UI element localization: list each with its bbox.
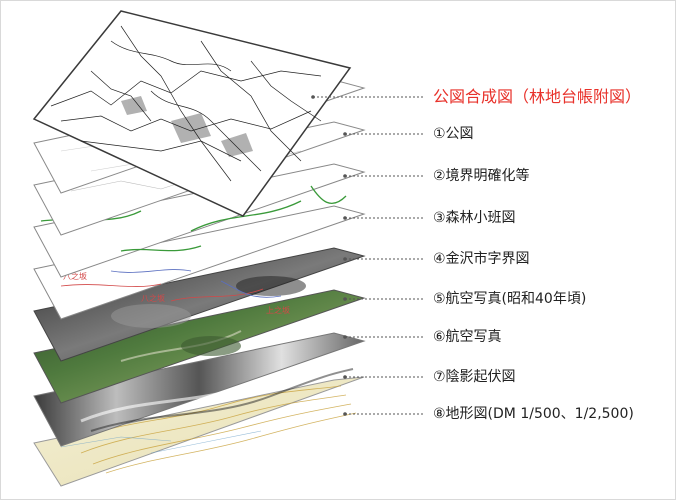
label-composite: 公図合成図（林地台帳附図）	[433, 87, 642, 106]
label-aerial: ⑥航空写真	[433, 329, 502, 345]
leader-dot-composite	[311, 95, 315, 99]
leader-dot-hillshade	[343, 375, 347, 379]
leader-dot-kanazawa-district	[343, 257, 347, 261]
layer-aerial-1965	[33, 247, 366, 362]
sheet-mark-2: 八之坂	[141, 293, 165, 303]
label-boundary: ②境界明確化等	[433, 168, 530, 184]
sheet-mark-1: 八之坂	[63, 271, 87, 281]
label-hillshade: ⑦陰影起伏図	[433, 369, 516, 385]
label-topographic: ⑧地形図(DM 1/500、1/2,500)	[433, 406, 634, 422]
label-forest-subcompartment: ③森林小班図	[433, 210, 516, 226]
layer-aerial	[33, 289, 366, 404]
leader-dot-cadastral	[343, 132, 347, 136]
layer-hillshade	[33, 332, 366, 447]
label-aerial-1965: ⑤航空写真(昭和40年頃)	[433, 291, 587, 307]
leader-dot-forest-subcompartment	[343, 216, 347, 220]
sheet-mark-3: 上之坂	[266, 305, 290, 315]
leader-lines	[311, 95, 425, 416]
label-kanazawa-district: ④金沢市字界図	[433, 251, 530, 267]
label-cadastral: ①公図	[433, 126, 474, 142]
leader-dot-aerial-1965	[343, 297, 347, 301]
layer-kanazawa-district: 八之坂 八之坂 上之坂	[33, 205, 366, 320]
layer-composite	[32, 10, 352, 217]
leader-dot-aerial	[343, 335, 347, 339]
leader-dot-topographic	[343, 412, 347, 416]
leader-dot-boundary	[343, 174, 347, 178]
